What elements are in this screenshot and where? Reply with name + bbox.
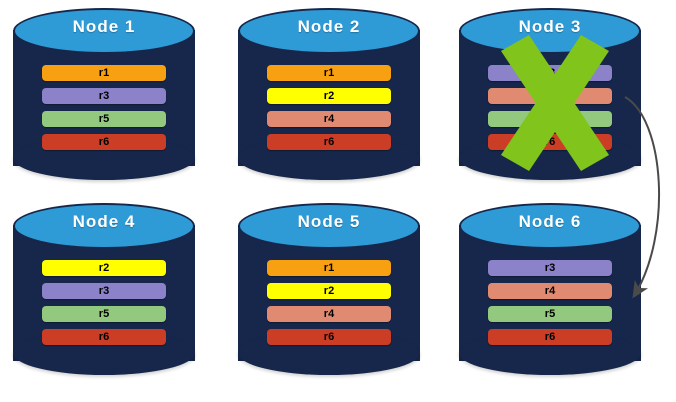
node-1-label: Node 1 <box>72 17 136 36</box>
replica-bar[interactable]: r4 <box>488 283 612 299</box>
node-2-replica-list: r1 r2 r4 r6 <box>267 65 391 157</box>
replica-bar[interactable]: r4 <box>488 88 612 104</box>
replica-bar[interactable]: r5 <box>488 111 612 127</box>
replica-bar[interactable]: r6 <box>267 329 391 345</box>
node-4-replica-list: r2 r3 r5 r6 <box>42 260 166 352</box>
replica-bar[interactable]: r1 <box>267 260 391 276</box>
replica-bar[interactable]: r6 <box>488 134 612 150</box>
node-6-top-cap <box>459 203 641 249</box>
replica-bar[interactable]: r4 <box>267 111 391 127</box>
node-6-cylinder[interactable]: Node 6 r3 r4 r5 r6 <box>459 203 641 383</box>
replica-bar[interactable]: r1 <box>42 65 166 81</box>
node-5-cylinder[interactable]: Node 5 r1 r2 r4 r6 <box>238 203 420 383</box>
replica-bar[interactable]: r6 <box>42 329 166 345</box>
replica-bar[interactable]: r2 <box>267 88 391 104</box>
replica-bar[interactable]: r5 <box>488 306 612 322</box>
node-2-label: Node 2 <box>297 17 361 36</box>
replica-bar[interactable]: r4 <box>267 306 391 322</box>
replica-bar[interactable]: r5 <box>42 111 166 127</box>
replica-bar[interactable]: r6 <box>267 134 391 150</box>
node-6-replica-list: r3 r4 r5 r6 <box>488 260 612 352</box>
replica-bar[interactable]: r3 <box>42 283 166 299</box>
node-1-replica-list: r1 r3 r5 r6 <box>42 65 166 157</box>
node-4-cylinder[interactable]: Node 4 r2 r3 r5 r6 <box>13 203 195 383</box>
replica-bar[interactable]: r2 <box>42 260 166 276</box>
node-4-top-cap <box>13 203 195 249</box>
node-1-top-cap <box>13 8 195 54</box>
replica-bar[interactable]: r6 <box>42 134 166 150</box>
node-2-cylinder[interactable]: Node 2 r1 r2 r4 r6 <box>238 8 420 188</box>
replica-bar[interactable]: r2 <box>267 283 391 299</box>
node-2-top-cap <box>238 8 420 54</box>
node-3-replica-list: r3 r4 r5 r6 <box>488 65 612 157</box>
node-4-label: Node 4 <box>72 212 136 231</box>
node-3-label: Node 3 <box>518 17 582 36</box>
replica-bar[interactable]: r3 <box>42 88 166 104</box>
node-6-label: Node 6 <box>518 212 582 231</box>
node-5-top-cap <box>238 203 420 249</box>
replica-bar[interactable]: r6 <box>488 329 612 345</box>
replica-bar[interactable]: r1 <box>267 65 391 81</box>
replica-bar[interactable]: r3 <box>488 260 612 276</box>
replica-bar[interactable]: r5 <box>42 306 166 322</box>
replica-bar[interactable]: r3 <box>488 65 612 81</box>
node-5-label: Node 5 <box>297 212 361 231</box>
node-3-cylinder[interactable]: Node 3 r3 r4 r5 r6 <box>459 8 641 188</box>
node-1-cylinder[interactable]: Node 1 r1 r3 r5 r6 <box>13 8 195 188</box>
node-5-replica-list: r1 r2 r4 r6 <box>267 260 391 352</box>
